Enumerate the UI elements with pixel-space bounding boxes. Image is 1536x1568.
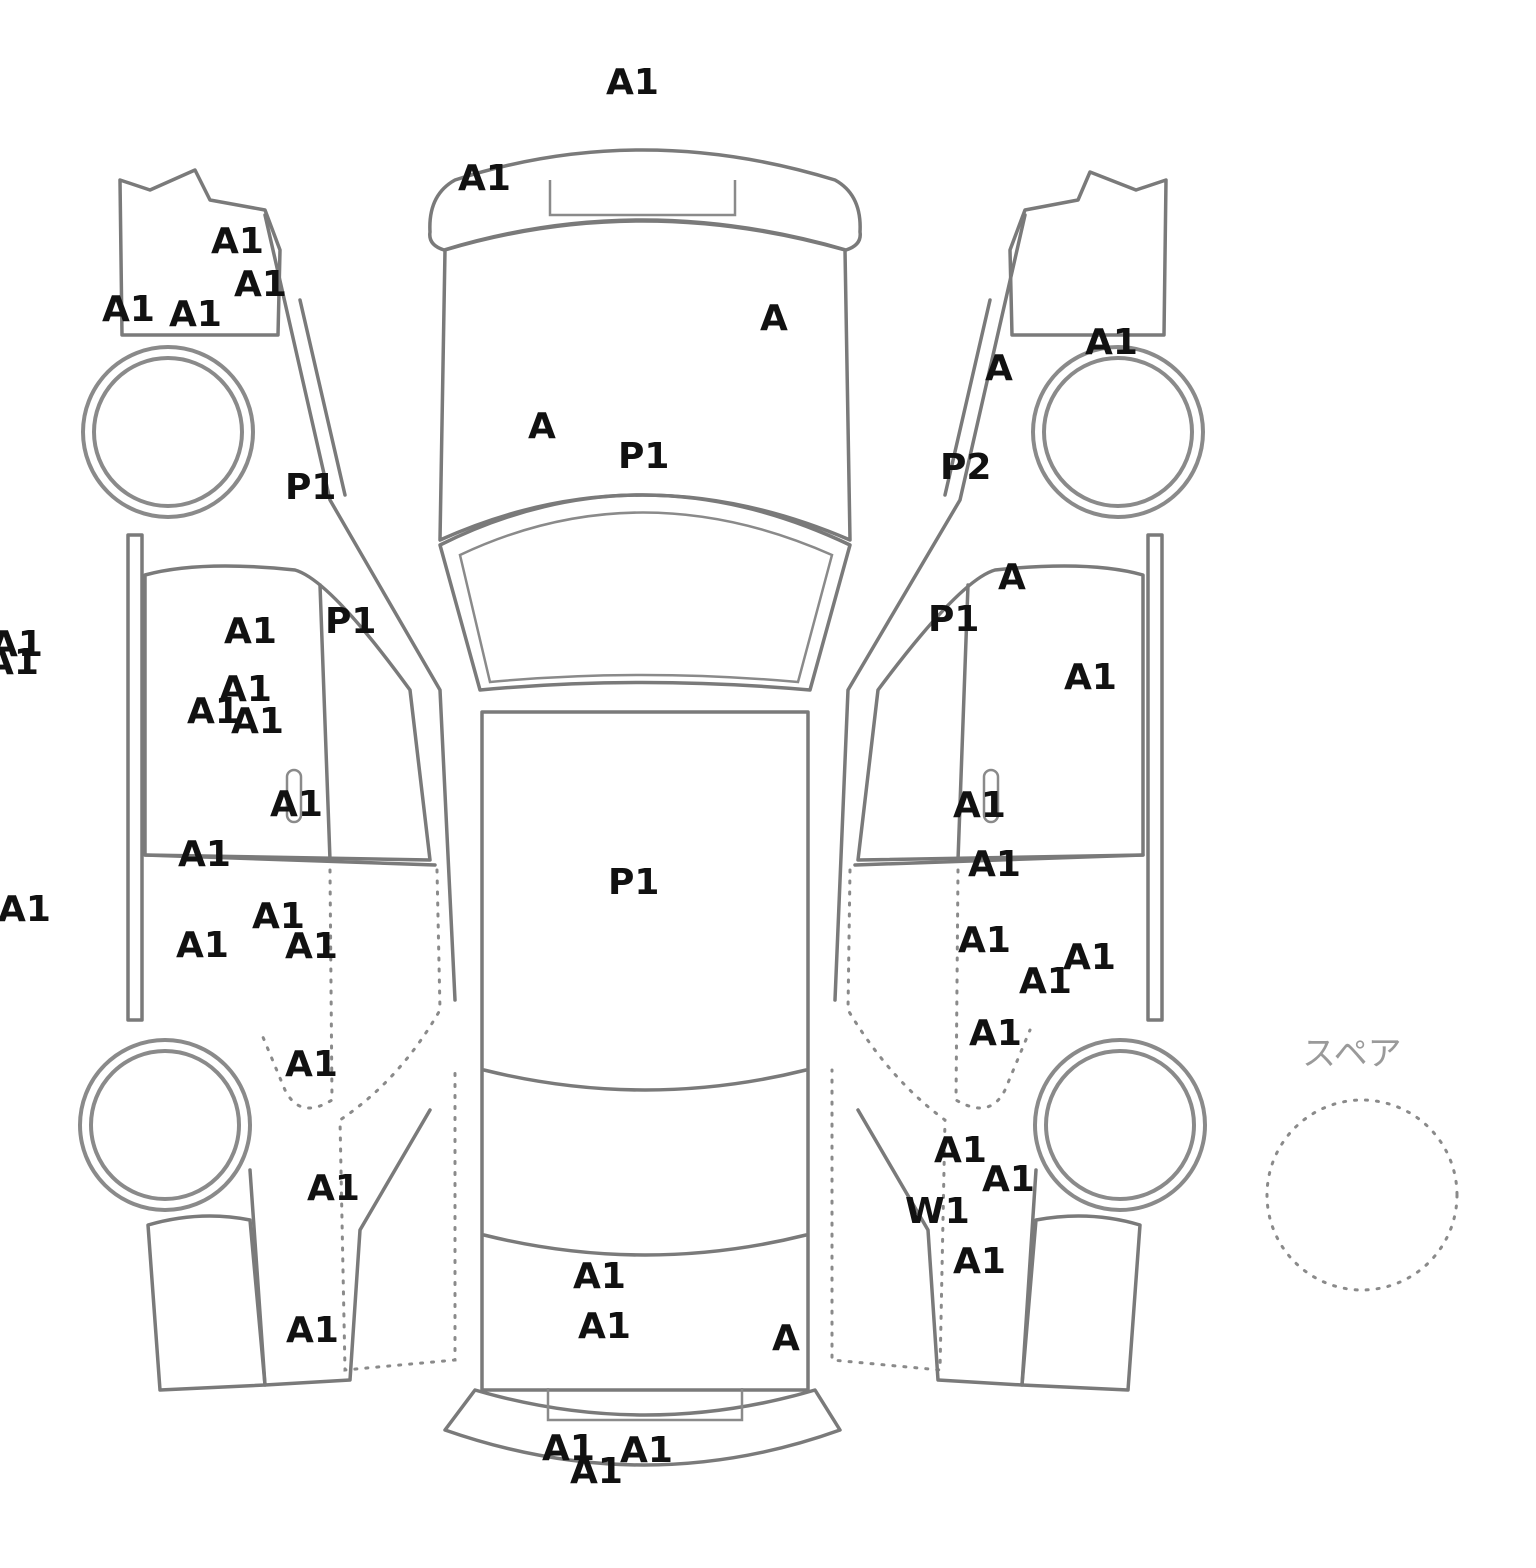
code-left-rear-4: A1 bbox=[285, 926, 338, 967]
code-right-door-1: A1 bbox=[1064, 657, 1117, 698]
code-left-quarter-1: A1 bbox=[286, 1310, 339, 1351]
left-pillar-line bbox=[298, 298, 347, 497]
code-right-rear-3: W1 bbox=[905, 1191, 970, 1232]
right-fender-outline bbox=[833, 213, 1027, 1002]
code-rear-corner-right: A bbox=[772, 1318, 800, 1359]
code-left-door-1: A1 bbox=[224, 611, 277, 652]
left-door-divider bbox=[318, 583, 332, 862]
code-left-door-4: A1 bbox=[231, 701, 284, 742]
car-top-view bbox=[428, 148, 862, 1467]
right-front-tire-inner bbox=[1042, 356, 1194, 508]
left-door-handle bbox=[285, 768, 303, 824]
right-door-belt bbox=[853, 853, 1145, 867]
trunk-line bbox=[482, 1233, 808, 1257]
left-rear-bumper-outline bbox=[146, 1214, 267, 1392]
right-front-bumper-outline bbox=[1008, 170, 1168, 337]
code-left-edge-2: A1 bbox=[0, 642, 39, 683]
code-right-mid-3: A1 bbox=[1063, 937, 1116, 978]
code-left-door-2: A1 bbox=[219, 669, 272, 710]
spare-tire-outline bbox=[1265, 1098, 1459, 1292]
rear-bumper-outline bbox=[443, 1388, 842, 1467]
code-left-door-3: A1 bbox=[187, 691, 240, 732]
right-rear-bumper-outline bbox=[1020, 1214, 1142, 1392]
left-rear-tire-inner bbox=[89, 1049, 241, 1201]
code-left-rear-6: A1 bbox=[307, 1168, 360, 1209]
code-hood-bottom: P1 bbox=[618, 436, 669, 477]
right-body-outline bbox=[1146, 533, 1164, 1022]
code-right-pillar-p: P1 bbox=[928, 599, 979, 640]
code-left-edge-1: A1 bbox=[0, 624, 43, 665]
code-right-handle: A1 bbox=[953, 785, 1006, 826]
left-body-outline bbox=[126, 533, 144, 1022]
code-left-rear-5: A1 bbox=[285, 1044, 338, 1085]
windshield-inner bbox=[458, 511, 834, 684]
left-door-belt bbox=[143, 853, 437, 867]
code-left-rear-2: A1 bbox=[252, 896, 305, 937]
code-left-front-3: A1 bbox=[102, 289, 155, 330]
code-hood-right: A bbox=[760, 298, 788, 339]
right-door-dotted-1 bbox=[954, 868, 1032, 1110]
spare-label: スペア bbox=[1302, 1034, 1402, 1074]
windshield-outline bbox=[438, 493, 852, 692]
left-door-dotted-1 bbox=[258, 868, 334, 1110]
code-front-bumper-top: A1 bbox=[606, 62, 659, 103]
code-right-mid-4: A1 bbox=[1019, 961, 1072, 1002]
left-rear-tire bbox=[78, 1038, 252, 1212]
left-window-outline bbox=[143, 564, 432, 862]
car-left-side-view bbox=[78, 168, 457, 1392]
code-left-edge-3: A1 bbox=[0, 889, 51, 930]
damage-code-labels: A1 A1 A A P1 P1 A1 A1 A A1 A1 A1 A1 A1 A… bbox=[0, 62, 1138, 1492]
front-grille-outline bbox=[548, 180, 737, 217]
right-front-tire bbox=[1031, 345, 1205, 519]
code-right-fender: P2 bbox=[940, 447, 991, 488]
code-right-rear-1: A1 bbox=[934, 1130, 987, 1171]
code-right-mid-2: A1 bbox=[958, 920, 1011, 961]
car-right-side-view bbox=[830, 170, 1207, 1392]
code-right-front-1: A1 bbox=[1085, 322, 1138, 363]
left-front-bumper-outline bbox=[118, 168, 282, 337]
left-fender-outline bbox=[263, 213, 457, 1002]
code-right-pillar-a: A bbox=[998, 557, 1026, 598]
left-front-tire-inner bbox=[92, 356, 244, 508]
code-left-rear-1: A1 bbox=[178, 834, 231, 875]
code-right-rear-4: A1 bbox=[953, 1241, 1006, 1282]
code-left-front-1: A1 bbox=[211, 221, 264, 262]
code-hood-left: A bbox=[528, 406, 556, 447]
code-right-front-2: A bbox=[985, 348, 1013, 389]
left-door-dotted-2 bbox=[338, 868, 457, 1372]
spare-tire: スペア bbox=[1265, 1034, 1459, 1292]
rear-window-line bbox=[482, 1068, 808, 1092]
code-right-mid-1: A1 bbox=[968, 844, 1021, 885]
roof-outline bbox=[480, 710, 810, 1392]
code-left-handle: A1 bbox=[270, 784, 323, 825]
code-left-pillar: P1 bbox=[325, 601, 376, 642]
code-left-rear-3: A1 bbox=[176, 925, 229, 966]
right-rear-tire-inner bbox=[1044, 1049, 1196, 1201]
code-rear-bumper-3: A1 bbox=[570, 1451, 623, 1492]
code-right-mid-5: A1 bbox=[969, 1013, 1022, 1054]
right-rear-tire bbox=[1033, 1038, 1207, 1212]
right-window-outline bbox=[856, 564, 1145, 862]
rear-plate-outline bbox=[546, 1388, 744, 1422]
code-roof: P1 bbox=[608, 862, 659, 903]
right-pillar-line bbox=[943, 298, 992, 497]
code-rear-bumper-1: A1 bbox=[542, 1428, 595, 1469]
code-trunk-1: A1 bbox=[573, 1256, 626, 1297]
hood-outline bbox=[438, 219, 852, 542]
code-left-front-2: A1 bbox=[234, 264, 287, 305]
left-front-tire bbox=[81, 345, 255, 519]
code-right-rear-2: A1 bbox=[982, 1159, 1035, 1200]
right-door-dotted-2 bbox=[830, 868, 947, 1372]
right-door-divider bbox=[956, 583, 970, 862]
right-door-handle bbox=[982, 768, 1000, 824]
code-left-fender: P1 bbox=[285, 467, 336, 508]
code-rear-bumper-2: A1 bbox=[620, 1430, 673, 1471]
code-front-bumper-left: A1 bbox=[458, 158, 511, 199]
code-trunk-2: A1 bbox=[578, 1306, 631, 1347]
code-left-front-4: A1 bbox=[169, 294, 222, 335]
